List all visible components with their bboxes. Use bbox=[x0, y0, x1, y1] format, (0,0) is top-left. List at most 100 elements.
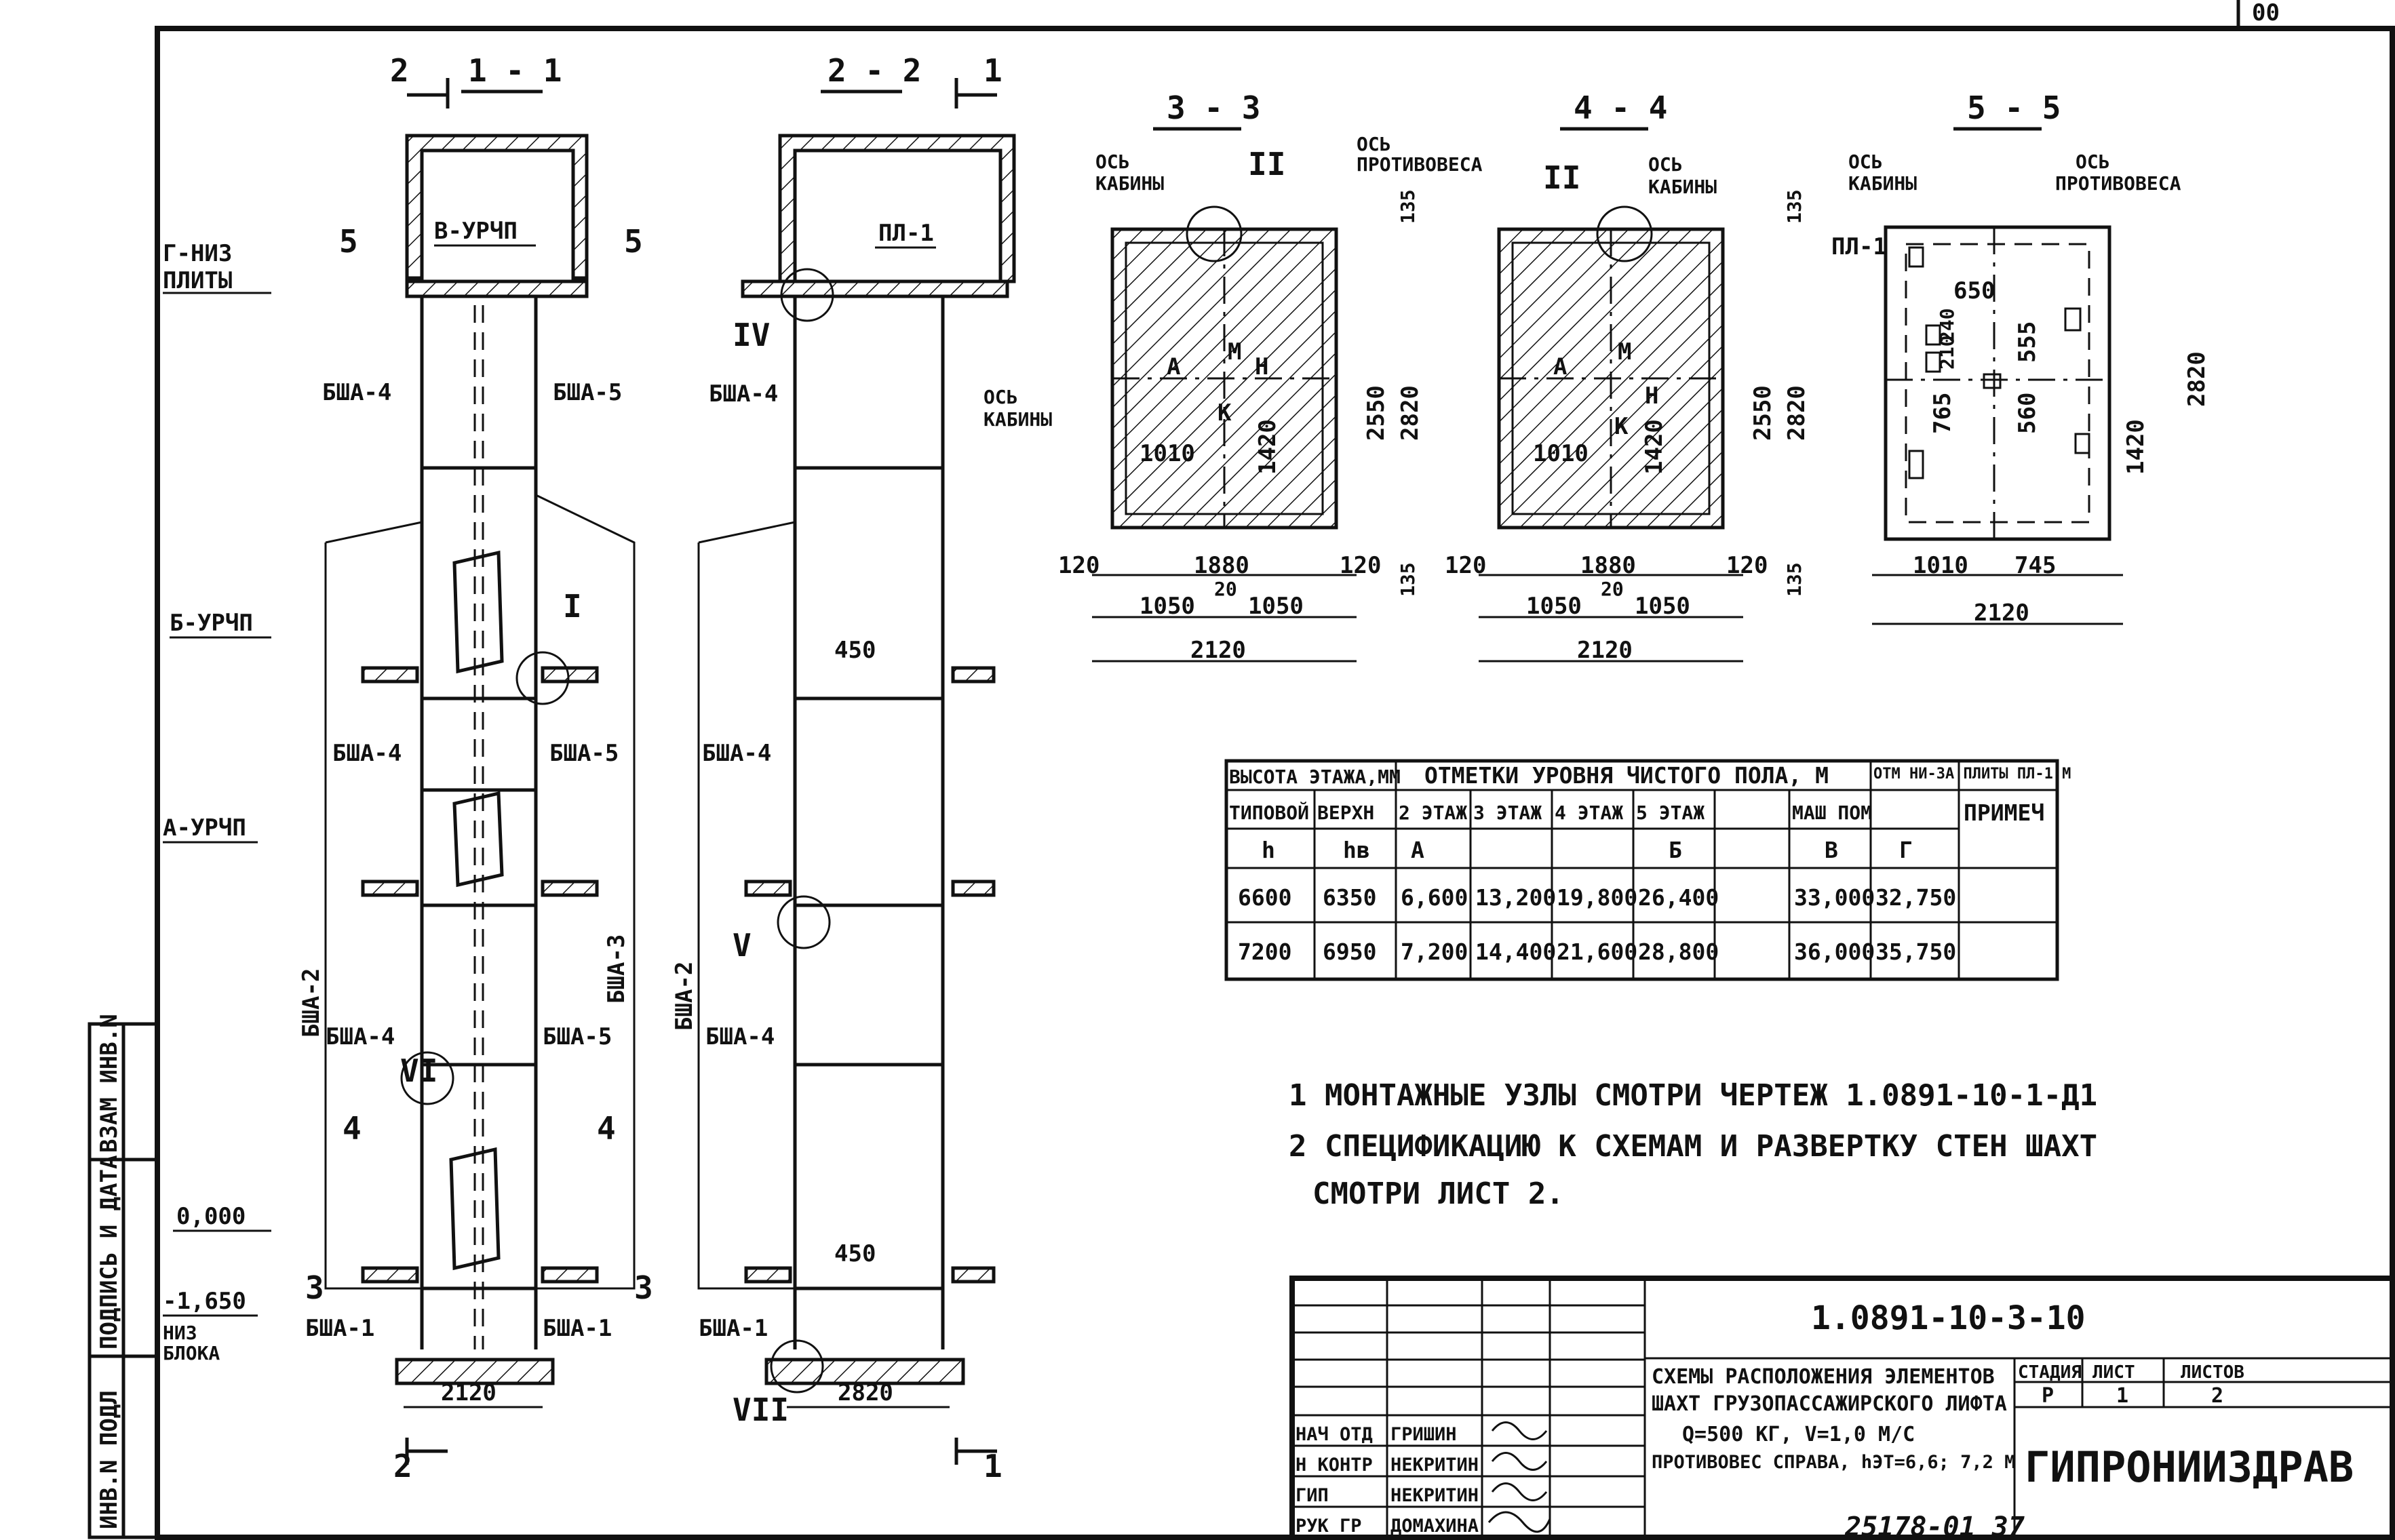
section-title-5-5: 5 - 5 bbox=[1967, 90, 2061, 126]
label-H-b: Н bbox=[1645, 382, 1658, 410]
table-sym-2: А bbox=[1411, 837, 1424, 863]
dim-4-4-135-top: 135 bbox=[1783, 189, 1806, 224]
label-g-niz: Г-НИЗ bbox=[163, 240, 232, 267]
table-r1-c3: 13,200 bbox=[1475, 884, 1556, 911]
notes: 1 МОНТАЖНЫЕ УЗЛЫ СМОТРИ ЧЕРТЕЖ 1.0891-10… bbox=[1289, 1078, 2097, 1211]
section-1-1: 1 - 1 2 В-УРЧП bbox=[163, 52, 653, 1484]
cut-mark-1-top: 1 bbox=[984, 52, 1002, 89]
desc-line-1: СХЕМЫ РАСПОЛОЖЕНИЯ ЭЛЕМЕНТОВ bbox=[1652, 1365, 1995, 1389]
name-0: ГРИШИН bbox=[1390, 1424, 1457, 1445]
dim-3-3-1880: 1880 bbox=[1194, 552, 1249, 579]
label-a-urchp: А-УРЧП bbox=[163, 814, 246, 842]
table-sym-0: h bbox=[1262, 837, 1275, 863]
dim-5-5-2120: 2120 bbox=[1974, 599, 2029, 627]
sheets-header: ЛИСТОВ bbox=[2181, 1362, 2244, 1383]
label-os-kabiny-a: ОСЬ bbox=[1095, 151, 1130, 173]
table-r2-c7: 36,000 bbox=[1794, 939, 1875, 965]
dim-450-b: 450 bbox=[834, 1240, 876, 1267]
title-block: 1.0891-10-3-10 СХЕМЫ РАСПОЛОЖЕНИЯ ЭЛЕМЕН… bbox=[1289, 1276, 2395, 1540]
dim-5-5-745: 745 bbox=[2014, 552, 2056, 579]
table-r2-c5: 28,800 bbox=[1638, 939, 1719, 965]
sheet-value: 1 bbox=[2116, 1384, 2128, 1408]
label-bsha4-d: БША-4 bbox=[709, 380, 778, 408]
table-sub-4: 4 ЭТАЖ bbox=[1555, 802, 1623, 824]
organization: ГИПРОНИИЗДРАВ bbox=[2025, 1442, 2354, 1492]
dim-3-3-1010: 1010 bbox=[1140, 440, 1195, 467]
role-0: НАЧ ОТД bbox=[1296, 1424, 1373, 1445]
dim-3-3-20: 20 bbox=[1214, 578, 1237, 600]
footer-number: 25178-01 37 bbox=[1844, 1512, 2025, 1540]
table-sym-5: Б bbox=[1669, 837, 1682, 863]
table-header-note: ПРИМЕЧ bbox=[1964, 799, 2044, 826]
dim-5-5-1010: 1010 bbox=[1913, 552, 1968, 579]
node-VI: VI bbox=[400, 1052, 437, 1089]
note-2a: 2 СПЕЦИФИКАЦИЮ К СХЕМАМ И РАЗВЕРТКУ СТЕН… bbox=[1289, 1129, 2097, 1164]
label-bsha3: БША-3 bbox=[603, 934, 630, 1004]
section-title-2-2: 2 - 2 bbox=[827, 52, 921, 89]
table-sub-1: ВЕРХН bbox=[1317, 802, 1374, 824]
label-kabiny-a: КАБИНЫ bbox=[1095, 172, 1164, 195]
node-II-b: II bbox=[1543, 159, 1580, 196]
desc-line-4: ПРОТИВОВЕС СПРАВА, hЭТ=6,6; 7,2 М bbox=[1652, 1452, 2015, 1473]
dim-3-3-135-bot: 135 bbox=[1397, 562, 1419, 597]
table-sub-3: 3 ЭТАЖ bbox=[1473, 802, 1542, 824]
table-header-marks: ОТМЕТКИ УРОВНЯ ЧИСТОГО ПОЛА, М bbox=[1424, 762, 1829, 789]
node-V: V bbox=[733, 927, 752, 964]
label-niz: НИЗ bbox=[163, 1322, 197, 1344]
label-kabiny-c: КАБИНЫ bbox=[1648, 176, 1717, 198]
dim-4-4-2120: 2120 bbox=[1577, 637, 1633, 664]
table-sub-7: МАШ ПОМ bbox=[1792, 802, 1872, 824]
dim-2-2-width: 2820 bbox=[838, 1379, 893, 1406]
dim-4-4-1050-l: 1050 bbox=[1526, 593, 1582, 620]
dim-4-4-1880: 1880 bbox=[1580, 552, 1636, 579]
table-sym-8: Г bbox=[1899, 837, 1913, 863]
label-bsha5-c: БША-5 bbox=[543, 1023, 612, 1050]
label-os-prot-b: ОСЬ bbox=[2076, 151, 2110, 173]
label-pl1-a: ПЛ-1 bbox=[878, 220, 934, 247]
section-2-2: 2 - 2 1 ПЛ-1 IV БША-4 450 БША-4 V bbox=[671, 52, 1016, 1484]
table-r1-c1: 6350 bbox=[1323, 884, 1376, 911]
sheet-header: ЛИСТ bbox=[2092, 1362, 2135, 1383]
label-A-a: А bbox=[1167, 353, 1180, 380]
table-r2-c4: 21,600 bbox=[1557, 939, 1637, 965]
cut-mark-5-left: 5 bbox=[339, 223, 358, 260]
cut-mark-4-right: 4 bbox=[597, 1110, 616, 1147]
side-stamp-sign: ПОДПИСЬ И ДАТА bbox=[96, 1155, 123, 1349]
label-bsha2: БША-2 bbox=[298, 968, 325, 1038]
label-bsha4-a: БША-4 bbox=[322, 379, 391, 406]
side-stamp: ИНВ.N ПОДЛ ПОДПИСЬ И ДАТА ВЗАМ ИНВ.N bbox=[87, 1014, 159, 1539]
note-1: 1 МОНТАЖНЫЕ УЗЛЫ СМОТРИ ЧЕРТЕЖ 1.0891-10… bbox=[1289, 1078, 2097, 1113]
label-b-urchp: Б-УРЧП bbox=[170, 610, 253, 637]
node-II-a: II bbox=[1248, 146, 1285, 182]
label-bsha1-a: БША-1 bbox=[305, 1315, 374, 1342]
label-bsha1-c: БША-1 bbox=[699, 1315, 768, 1342]
dim-4-4-1010: 1010 bbox=[1533, 440, 1589, 467]
label-bsha4-f: БША-4 bbox=[705, 1023, 775, 1050]
table-r1-c0: 6600 bbox=[1238, 884, 1291, 911]
label-K-a: К bbox=[1218, 399, 1232, 427]
table-sym-7: В bbox=[1825, 837, 1838, 863]
dim-450-a: 450 bbox=[834, 637, 876, 664]
node-VII: VII bbox=[733, 1391, 789, 1428]
label-os-kabiny-c: ОСЬ bbox=[1648, 153, 1683, 176]
section-title-1-1: 1 - 1 bbox=[468, 52, 562, 89]
side-stamp-inv: ИНВ.N ПОДЛ bbox=[96, 1390, 123, 1529]
stage-header: СТАДИЯ bbox=[2018, 1362, 2082, 1383]
dim-5-5-1420: 1420 bbox=[2122, 419, 2149, 475]
label-protivovesa-b: ПРОТИВОВЕСА bbox=[2055, 172, 2181, 195]
label-protivovesa-a: ПРОТИВОВЕСА bbox=[1357, 153, 1483, 176]
dim-1-1-width: 2120 bbox=[441, 1379, 496, 1406]
label-plity: ПЛИТЫ bbox=[163, 267, 232, 294]
table-r2-c0: 7200 bbox=[1238, 939, 1291, 965]
dim-3-3-120-l: 120 bbox=[1058, 552, 1099, 579]
dim-4-4-1420: 1420 bbox=[1641, 419, 1668, 475]
table-r1-c2: 6,600 bbox=[1401, 884, 1468, 911]
dim-5-5-555: 555 bbox=[2014, 321, 2041, 363]
label-v-urchp: В-УРЧП bbox=[434, 218, 518, 245]
table-sub-5: 5 ЭТАЖ bbox=[1636, 802, 1705, 824]
table-r1-c8: 32,750 bbox=[1875, 884, 1956, 911]
label-kabiny-d: КАБИНЫ bbox=[1848, 172, 1917, 195]
note-2b: СМОТРИ ЛИСТ 2. bbox=[1312, 1177, 1564, 1211]
dim-4-4-135-bot: 135 bbox=[1783, 562, 1806, 597]
sheets-value: 2 bbox=[2211, 1384, 2223, 1408]
